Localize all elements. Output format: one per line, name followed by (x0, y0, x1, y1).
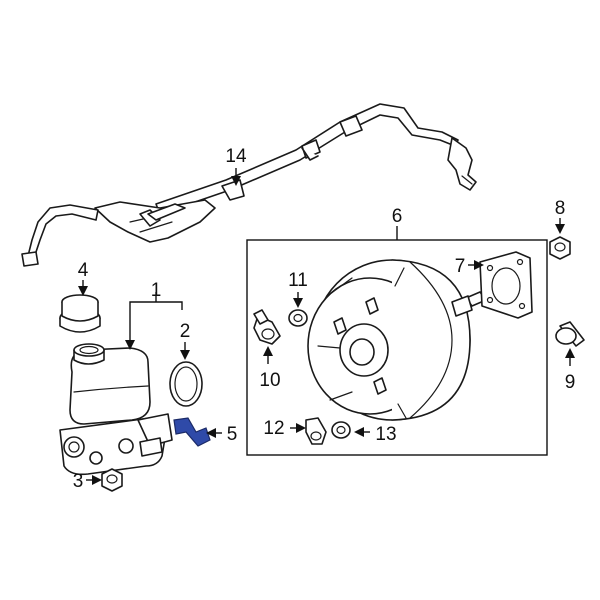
nut-3[interactable] (101, 468, 123, 492)
grommet-13[interactable] (331, 421, 351, 439)
callout-1: 1 (151, 280, 162, 301)
callout-4: 4 (78, 260, 89, 281)
callout-3: 3 (73, 471, 84, 492)
callout-2: 2 (180, 321, 191, 342)
callout-11: 11 (288, 270, 308, 291)
nut-8[interactable] (549, 236, 571, 260)
callout-9: 9 (565, 372, 576, 393)
seal-ring[interactable] (169, 361, 203, 407)
fitting-12[interactable] (305, 417, 327, 445)
reservoir-cap[interactable] (59, 294, 101, 333)
check-valve[interactable] (253, 309, 281, 345)
callout-8: 8 (555, 198, 566, 219)
callout-12: 12 (263, 418, 284, 439)
callout-13: 13 (375, 424, 396, 445)
callout-7: 7 (455, 256, 466, 277)
callout-10: 10 (259, 370, 280, 391)
callout-5: 5 (227, 424, 238, 445)
brake-booster[interactable] (307, 259, 487, 421)
grommet-11[interactable] (288, 309, 308, 327)
leader-lines (78, 168, 575, 485)
brake-fluid-level-sensor[interactable] (173, 417, 211, 447)
vacuum-hose-assembly[interactable] (21, 103, 477, 267)
booster-gasket[interactable] (479, 251, 533, 319)
callout-14: 14 (225, 146, 247, 167)
stud-9[interactable] (555, 321, 585, 347)
master-cylinder-assembly[interactable] (59, 343, 173, 476)
callout-6: 6 (392, 206, 403, 227)
